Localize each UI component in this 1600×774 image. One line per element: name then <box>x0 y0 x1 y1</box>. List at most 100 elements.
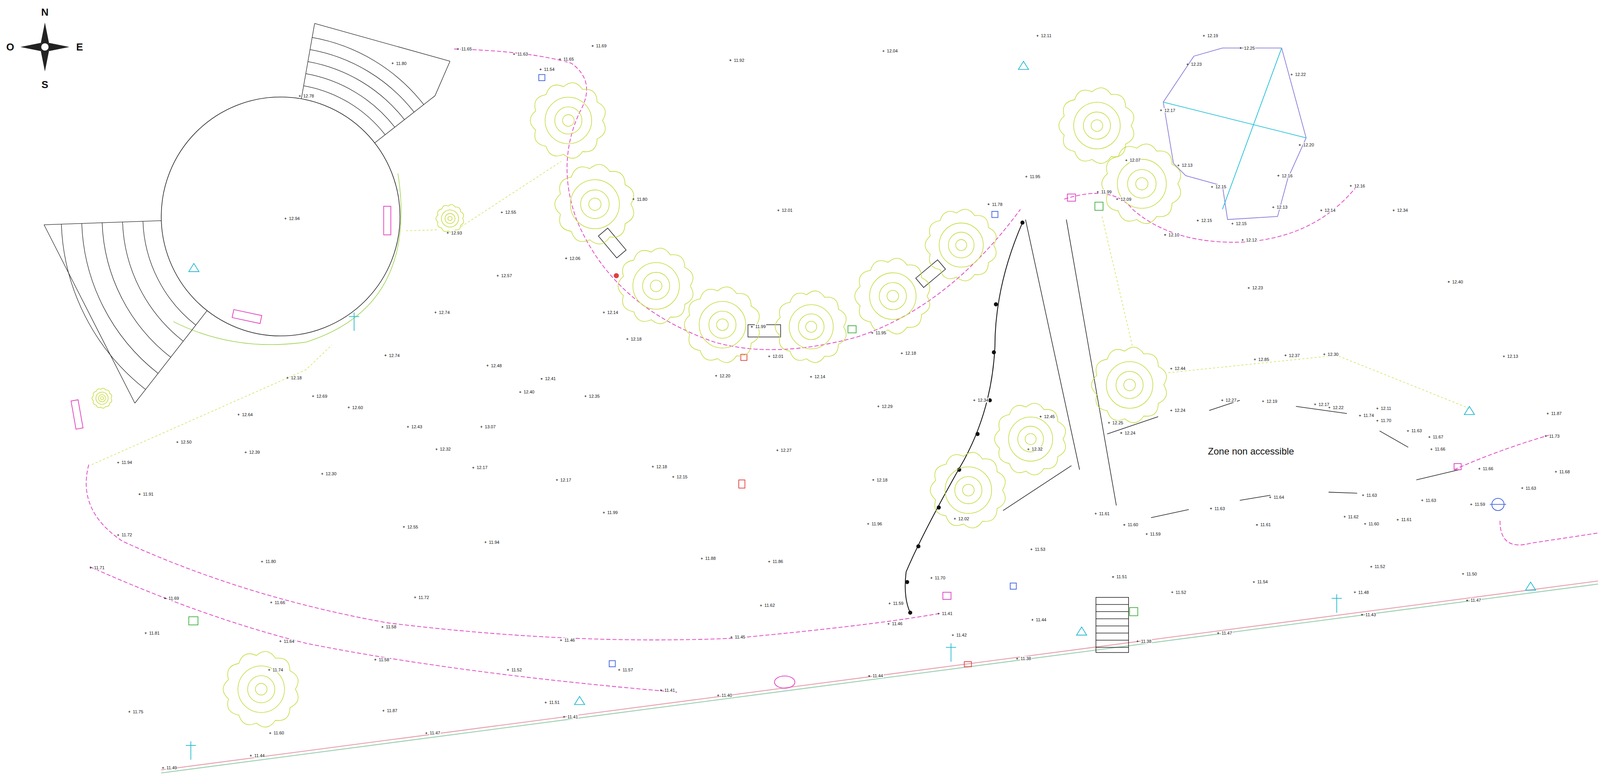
spot-height: 12.17 <box>1164 107 1176 113</box>
spot-height: 12.23 <box>1190 61 1203 67</box>
spot-height: 11.60 <box>273 730 285 735</box>
spot-mark <box>1177 164 1180 167</box>
spot-mark <box>1421 498 1424 501</box>
tree-crown <box>554 164 634 244</box>
spot-height: 11.63 <box>1425 497 1437 503</box>
tree-crown-inner <box>98 394 106 402</box>
spot-height: 12.19 <box>1206 33 1219 38</box>
spot-height: 12.18 <box>655 464 668 469</box>
spot-mark <box>244 451 247 454</box>
spot-mark <box>591 44 594 47</box>
staircase-fans <box>44 23 451 404</box>
spot-height: 12.12 <box>1245 237 1258 243</box>
stair-step <box>122 221 184 341</box>
spot-height: 11.42 <box>955 632 968 638</box>
spot-mark <box>809 375 812 378</box>
spot-mark <box>1256 523 1259 526</box>
spot-height: 11.86 <box>772 558 784 564</box>
tree-crown-inner <box>879 282 907 310</box>
spot-mark <box>1217 631 1220 634</box>
spot-mark <box>1209 507 1212 510</box>
tree-trunk <box>650 279 663 292</box>
spot-mark <box>457 48 459 51</box>
spot-height: 12.44 <box>1174 365 1187 371</box>
spot-mark <box>1343 515 1346 518</box>
tree-crown-inner <box>1008 416 1053 461</box>
spot-mark <box>565 257 567 260</box>
compass-rose <box>20 22 70 72</box>
tree-trunk <box>962 484 975 496</box>
spot-height: 11.44 <box>253 752 266 758</box>
spot-height: 12.10 <box>1168 232 1180 238</box>
tree-trunk <box>1135 177 1148 190</box>
spot-height: 11.74 <box>272 667 284 672</box>
spot-mark <box>1094 512 1097 515</box>
tree-crown <box>1058 87 1134 164</box>
spot-height: 11.87 <box>1550 410 1563 416</box>
survey-lines <box>91 161 1470 465</box>
spot-mark <box>1370 565 1373 568</box>
spot-mark <box>618 668 621 671</box>
spot-mark <box>544 701 547 704</box>
spot-mark <box>89 566 92 569</box>
tree-crown <box>994 403 1066 475</box>
spot-height: 11.87 <box>386 707 398 713</box>
spot-height: 11.70 <box>934 575 946 580</box>
spot-height: 12.27 <box>1225 397 1237 403</box>
spot-mark <box>1261 399 1264 402</box>
spot-mark <box>519 390 522 393</box>
spot-height: 12.50 <box>180 439 193 445</box>
spot-mark <box>1016 657 1019 660</box>
spot-height: 11.50 <box>1466 571 1478 576</box>
spot-mark <box>602 511 605 514</box>
compass-letter: N <box>40 6 49 18</box>
spot-mark <box>871 331 874 334</box>
spot-mark <box>1030 548 1033 551</box>
spot-height: 11.72 <box>121 532 133 537</box>
spot-mark <box>512 53 515 56</box>
spot-height: 12.18 <box>904 350 917 356</box>
spot-height: 11.66 <box>274 599 286 605</box>
spot-height: 11.60 <box>1127 521 1139 527</box>
spot-mark <box>559 58 562 61</box>
spot-height: 11.62 <box>764 602 776 608</box>
spot-mark <box>1466 599 1469 602</box>
spot-height: 11.66 <box>1434 446 1446 452</box>
spot-mark <box>406 425 409 428</box>
spot-mark <box>1170 367 1173 370</box>
spot-mark <box>1544 434 1547 437</box>
spot-height: 11.46 <box>891 620 904 626</box>
spot-mark <box>1290 73 1293 76</box>
spot-mark <box>759 604 762 607</box>
spot-height: 12.94 <box>288 215 301 221</box>
stair-step <box>102 222 171 358</box>
tree-crown-inner <box>789 304 834 349</box>
spot-height: 11.61 <box>1400 516 1413 522</box>
spot-height: 11.62 <box>1347 514 1359 519</box>
spot-mark <box>1120 431 1123 434</box>
spot-height: 12.25 <box>1243 45 1256 51</box>
spot-mark <box>1521 486 1524 489</box>
stair-step <box>305 73 395 128</box>
spot-height: 12.74 <box>438 309 451 315</box>
spot-height: 11.61 <box>1259 521 1272 527</box>
spot-height: 12.02 <box>957 516 970 521</box>
spot-mark <box>249 754 252 756</box>
tree-crown-inner <box>948 232 975 258</box>
spot-height: 12.32 <box>1031 446 1044 452</box>
spot-mark <box>730 635 733 638</box>
spot-mark <box>403 525 405 528</box>
spot-height: 12.16 <box>1281 173 1294 179</box>
spot-height: 12.04 <box>886 48 899 54</box>
spot-mark <box>868 674 871 677</box>
tree-crown <box>854 258 930 334</box>
spot-mark <box>1211 185 1214 188</box>
spot-height: 11.58 <box>385 624 397 629</box>
spot-mark <box>1470 503 1473 506</box>
tree-crown-inner <box>709 311 737 339</box>
spot-height: 12.18 <box>290 375 303 380</box>
spot-mark <box>1027 448 1030 450</box>
spot-height: 11.91 <box>142 491 154 497</box>
spot-height: 12.15 <box>1200 217 1213 223</box>
